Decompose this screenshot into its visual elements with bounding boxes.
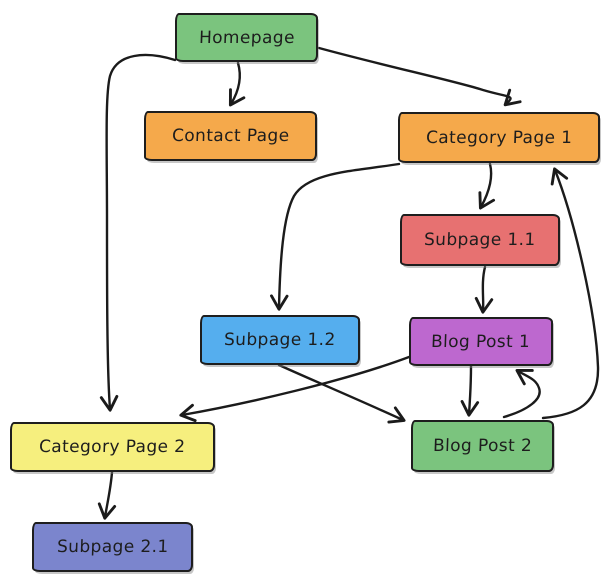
node-contact-page: Contact Page <box>144 111 317 161</box>
node-contact-page-label: Contact Page <box>171 126 290 146</box>
edge-homepage-to-category-page-1 <box>317 46 522 107</box>
edge-subpage-1-2-to-blog-post-2 <box>277 363 406 424</box>
node-subpage-2-1: Subpage 2.1 <box>32 522 193 572</box>
node-subpage-1-1: Subpage 1.1 <box>400 214 560 266</box>
node-category-page-1-label: Category Page 1 <box>425 127 573 148</box>
edge-category-page-2-to-subpage-2-1 <box>97 470 117 520</box>
edge-blog-post-2-to-category-page-1 <box>541 167 600 420</box>
node-blog-post-1-label: Blog Post 1 <box>431 331 531 352</box>
node-category-page-2: Category Page 2 <box>10 422 215 472</box>
edge-homepage-to-category-page-2 <box>99 53 177 412</box>
node-subpage-1-2-label: Subpage 1.2 <box>223 330 337 350</box>
edge-subpage-1-1-to-blog-post-1 <box>474 265 494 314</box>
node-homepage: Homepage <box>175 13 318 62</box>
node-subpage-1-2: Subpage 1.2 <box>200 315 360 365</box>
node-blog-post-2: Blog Post 2 <box>411 420 554 472</box>
edge-category-page-1-to-subpage-1-1 <box>478 162 496 210</box>
node-subpage-1-1-label: Subpage 1.1 <box>423 230 537 250</box>
edge-homepage-to-contact-page <box>228 61 246 107</box>
node-blog-post-1: Blog Post 1 <box>409 317 553 366</box>
edge-blog-post-2-to-blog-post-1 <box>502 368 541 419</box>
edge-blog-post-1-to-blog-post-2 <box>460 364 480 417</box>
node-category-page-2-label: Category Page 2 <box>38 437 187 457</box>
node-blog-post-2-label: Blog Post 2 <box>432 436 533 456</box>
node-homepage-label: Homepage <box>198 27 295 48</box>
node-category-page-1: Category Page 1 <box>398 112 600 163</box>
node-subpage-2-1-label: Subpage 2.1 <box>56 537 169 557</box>
edge-category-page-1-to-subpage-1-2 <box>270 162 401 311</box>
edge-blog-post-1-to-category-page-2 <box>179 355 411 423</box>
